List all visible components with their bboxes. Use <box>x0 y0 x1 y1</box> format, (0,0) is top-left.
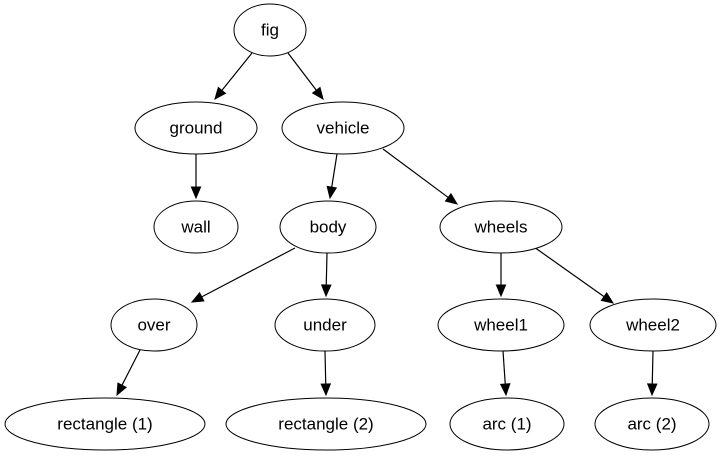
graph-edge-wheels-to-wheel1 <box>495 253 507 298</box>
arrowhead-icon <box>646 383 658 397</box>
graph-node-wall[interactable]: wall <box>153 200 239 254</box>
node-ellipse-rectangle1[interactable] <box>4 397 206 451</box>
node-label-over: over <box>137 315 170 334</box>
edge-line <box>201 247 296 298</box>
edge-line <box>121 349 141 386</box>
graph-edge-vehicle-to-wheels <box>382 148 459 205</box>
node-label-wheel1: wheel1 <box>473 315 528 334</box>
node-ellipse-wall[interactable] <box>153 200 239 254</box>
graph-node-ground[interactable]: ground <box>134 101 258 155</box>
node-label-wheels: wheels <box>474 217 528 236</box>
arrowhead-icon <box>600 291 615 304</box>
edge-line <box>502 350 506 385</box>
node-ellipse-wheels[interactable] <box>439 200 563 254</box>
node-label-arc2: arc (2) <box>627 414 676 433</box>
node-ellipse-wheel1[interactable] <box>437 298 565 352</box>
arrowhead-icon <box>116 382 127 397</box>
graph-edge-body-to-under <box>320 252 332 298</box>
graph-edge-over-to-rectangle1 <box>116 349 141 397</box>
graph-edge-ground-to-wall <box>190 154 202 200</box>
node-ellipse-fig[interactable] <box>233 3 307 57</box>
node-ellipse-arc1[interactable] <box>449 397 565 451</box>
arrowhead-icon <box>320 383 332 397</box>
graph-node-under[interactable]: under <box>274 298 376 352</box>
graph-edge-under-to-rectangle2 <box>320 350 332 397</box>
arrowhead-icon <box>320 284 332 298</box>
graph-node-fig[interactable]: fig <box>233 3 307 57</box>
arrowhead-icon <box>495 284 507 298</box>
edge-line <box>287 52 317 91</box>
graph-edge-body-to-over <box>190 247 296 303</box>
node-ellipse-wheel2[interactable] <box>589 298 717 352</box>
graph-node-arc1[interactable]: arc (1) <box>449 397 565 451</box>
node-ellipse-body[interactable] <box>279 200 377 254</box>
arrowhead-icon <box>190 186 202 200</box>
graph-node-rectangle1[interactable]: rectangle (1) <box>4 397 206 451</box>
node-label-arc1: arc (1) <box>482 414 531 433</box>
edges-layer <box>116 52 658 397</box>
graph-node-over[interactable]: over <box>110 298 198 352</box>
node-label-fig: fig <box>261 20 279 39</box>
node-ellipse-over[interactable] <box>110 298 198 352</box>
edge-line <box>331 153 338 188</box>
node-ellipse-rectangle2[interactable] <box>225 397 427 451</box>
node-label-wheel2: wheel2 <box>625 315 680 334</box>
arrowhead-icon <box>444 192 459 205</box>
graph-node-wheel1[interactable]: wheel1 <box>437 298 565 352</box>
graph-edge-vehicle-to-body <box>326 153 338 200</box>
arrowhead-icon <box>190 291 205 303</box>
edge-line <box>221 52 253 91</box>
arrowhead-icon <box>499 383 511 397</box>
node-label-body: body <box>310 217 347 236</box>
arrowhead-icon <box>326 185 338 200</box>
graph-node-body[interactable]: body <box>279 200 377 254</box>
edge-line <box>651 350 654 385</box>
nodes-layer: fig ground vehicle wall body wheels over under w… <box>4 3 717 451</box>
node-label-rectangle1: rectangle (1) <box>57 414 152 433</box>
graph-edge-fig-to-vehicle <box>287 52 324 101</box>
node-label-vehicle: vehicle <box>317 118 370 137</box>
node-label-ground: ground <box>170 118 223 137</box>
node-ellipse-under[interactable] <box>274 298 376 352</box>
graph-node-arc2[interactable]: arc (2) <box>594 397 710 451</box>
node-ellipse-vehicle[interactable] <box>281 101 405 155</box>
edge-line <box>382 148 449 198</box>
graph-edge-wheel2-to-arc2 <box>646 350 658 397</box>
node-ellipse-ground[interactable] <box>134 101 258 155</box>
node-ellipse-arc2[interactable] <box>594 397 710 451</box>
graph-edge-wheels-to-wheel2 <box>533 246 615 304</box>
arrowhead-icon <box>214 86 227 101</box>
graph-node-wheel2[interactable]: wheel2 <box>589 298 717 352</box>
graph-node-vehicle[interactable]: vehicle <box>281 101 405 155</box>
graph-node-rectangle2[interactable]: rectangle (2) <box>225 397 427 451</box>
node-label-rectangle2: rectangle (2) <box>278 414 373 433</box>
arrowhead-icon <box>311 86 324 101</box>
edge-line <box>533 246 605 298</box>
node-label-under: under <box>303 315 347 334</box>
graph-edge-wheel1-to-arc1 <box>499 350 511 397</box>
edge-line <box>324 350 327 385</box>
node-label-wall: wall <box>180 217 210 236</box>
edge-line <box>325 252 328 286</box>
graph-edge-fig-to-ground <box>214 52 253 101</box>
graph-node-wheels[interactable]: wheels <box>439 200 563 254</box>
